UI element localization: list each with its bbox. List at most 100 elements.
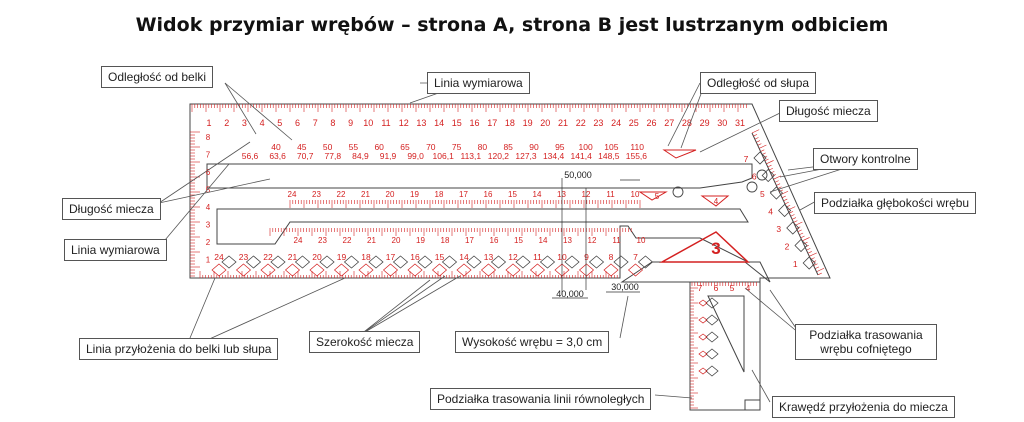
depth-scale-number: 5 [760,189,765,199]
top-scale-number: 7 [313,118,318,128]
brace-bottom-value: 99,0 [407,151,424,161]
bottom-number: 15 [435,252,445,262]
depth-tick [773,175,781,180]
depth-tick [806,248,811,251]
brace-bottom-value: 127,3 [515,151,537,161]
depth-diamond [794,238,808,253]
depth-tick [766,160,774,165]
slot1-number: 17 [459,190,468,199]
slot1-number: 14 [533,190,542,199]
marker-triangle [662,149,697,159]
depth-tick [783,198,788,202]
bottom-number: 22 [263,252,273,262]
brace-top-value: 110 [630,142,644,152]
top-scale-number: 1 [206,118,211,128]
depth-diamond [802,256,816,270]
depth-tick [760,149,765,152]
brace-top-value: 80 [478,142,488,152]
top-scale-number: 27 [664,118,674,128]
depth-tick [816,267,825,272]
marker-triangle [700,195,730,207]
diagram-title: Widok przymiar wrębów – strona A, strona… [135,14,889,36]
brace-top-value: 70 [426,142,436,152]
depth-tick [759,144,767,149]
top-scale-number: 9 [348,118,353,128]
depth-tick [757,143,762,146]
dim-40-label: 40,000 [556,289,584,299]
brace-bottom-value: 77,8 [325,151,342,161]
bottom-number: 11 [533,252,542,262]
slot2-number: 17 [465,236,474,245]
top-scale-number: 10 [363,118,373,128]
diamond-hole [441,255,458,269]
triangle-top-number: 7 [698,283,703,293]
top-scale-number: 16 [469,118,479,128]
depth-tick [802,237,810,242]
depth-tick [799,232,804,235]
leader-line [359,275,461,336]
diamond-hole [368,255,384,269]
depth-tick [756,140,761,143]
depth-tick [764,158,769,161]
top-scale-number: 30 [717,118,727,128]
bottom-number: 19 [337,252,347,262]
diamond-hole [613,255,629,269]
callout-szerokosc-miecza: Szerokość miecza [309,331,421,353]
leader-line [654,394,693,399]
depth-tick [769,168,774,171]
diamond-hole [515,255,531,269]
slot2-number: 13 [563,236,572,245]
leader-line [224,82,257,135]
diamond-hole [211,263,227,277]
callout-odleglosc-od-belki: Odległość od belki [101,66,214,88]
slot2-number: 10 [637,236,646,245]
callout-otwory-kontrolne: Otwory kontrolne [813,148,918,170]
slot1-number: 23 [312,190,321,199]
lower-slot [216,208,749,245]
brace-bottom-value: 106,1 [433,151,455,161]
diamond-hole [319,255,335,269]
diamond-hole [382,263,399,277]
top-scale-number: 2 [224,118,229,128]
slot1-number: 11 [606,190,615,199]
top-scale-number: 14 [434,118,444,128]
top-scale-number: 26 [646,118,656,128]
diamond-hole [505,263,521,277]
diamond-hole [358,263,374,277]
bottom-number: 23 [239,252,249,262]
triangle-inner [707,295,745,373]
diamond-hole [284,263,301,277]
brace-bottom-value: 113,1 [460,151,481,161]
bottom-number: 18 [361,252,371,262]
leader-line [667,82,701,147]
top-scale-number: 5 [277,118,282,128]
depth-diamond [761,168,775,183]
dim-30-label: 30,000 [611,282,639,292]
slot2-number: 15 [514,236,523,245]
diamond-hole [603,263,619,277]
brace-top-value: 50 [323,142,333,152]
triangle-diamond [698,333,708,341]
diamond-hole [637,255,654,269]
diamond-hole [417,255,433,269]
slot1-number: 10 [631,190,640,199]
depth-scale-number: 7 [744,154,749,164]
callout-wysokosc-wrebu: Wysokość wrębu = 3,0 cm [455,331,610,353]
diamond-hole [221,255,237,269]
diamond-hole [627,263,644,277]
slot2-number: 22 [343,236,352,245]
triangle-square [689,281,761,411]
marker-triangle [638,191,668,201]
brace-bottom-value: 134,4 [543,151,565,161]
brace-top-value: 60 [374,142,384,152]
diamond-hole [407,263,423,277]
diamond-hole [564,255,580,269]
control-hole [672,186,684,198]
brace-bottom-value: 70,7 [297,151,314,161]
slot1-number: 20 [386,190,395,199]
brace-top-value: 40 [271,142,281,152]
control-hole [746,181,758,193]
top-scale-number: 28 [682,118,692,128]
slot2-number: 24 [294,236,303,245]
slot2-number: 11 [612,236,621,245]
